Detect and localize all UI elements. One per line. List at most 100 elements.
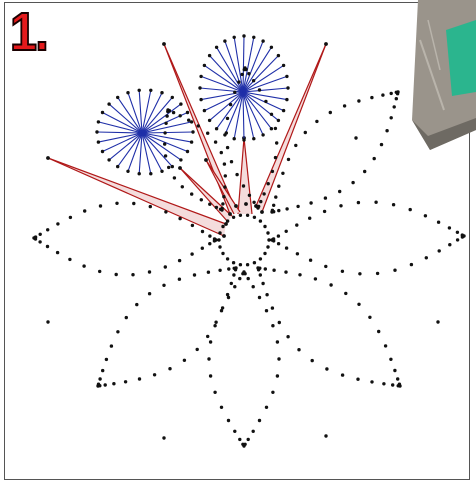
center-ring-dot [239,263,242,266]
fan-hole-dot [199,75,202,78]
center-ring-dot [218,245,221,248]
petal-dot [264,267,267,270]
petal-dot [314,277,317,280]
fan-hole-dot [171,165,174,168]
petal-dot [218,269,221,272]
petal-dot [398,383,401,386]
petal-dot [190,192,193,195]
petal-dot [166,110,169,113]
petal-dot [341,373,344,376]
petal-dot [277,242,280,245]
petal-dot [380,143,383,146]
spoke-tip-dot [162,42,166,46]
petal-dot [148,270,151,273]
fan-hole-dot [270,46,273,49]
petal-dot [206,335,209,338]
fan-hole-dot [101,150,104,153]
fan-hole-dot [186,111,189,114]
petal-dot [339,204,342,207]
petal-dot [178,217,181,220]
fan-hole-dot [190,120,193,123]
petal-dot [393,269,396,272]
petal-dot [225,131,228,134]
fan-hole-dot [116,165,119,168]
petal-dot [214,321,217,324]
center-ring-dot [263,252,266,255]
petal-dot [200,198,203,201]
petal-dot [374,201,377,204]
center-ring-dot [259,257,262,260]
center-ring-dot [266,245,269,248]
petal-dot [149,205,152,208]
petal-dot [390,116,393,119]
petal-dot [101,369,104,372]
petal-dot [258,267,261,270]
petal-dot [284,270,287,273]
petal-dot [197,124,200,127]
petal-dot [247,72,250,75]
hub-dot [260,210,264,214]
fan-hole-dot [233,137,236,140]
petal-dot [274,195,277,198]
petal-dot [258,419,261,422]
fan-hole-dot [203,109,206,112]
petal-dot [357,201,360,204]
center-ring-dot [246,263,249,266]
petal-dot [262,192,265,195]
accent-hole-dot [46,320,49,323]
petal-dot [124,380,127,383]
center-ring-dot [246,214,249,217]
fan-hole-dot [282,64,285,67]
fan-hole-dot [208,54,211,57]
petal-dot [191,224,194,227]
center-ring-dot [253,261,256,264]
petal-dot [115,273,118,276]
center-ring-dot [217,238,220,241]
hole-dots [32,66,465,447]
petal-dot [274,127,277,130]
petal-dot [83,209,86,212]
petal-dot [219,208,222,211]
petal-dot [309,259,312,262]
petal-dot [271,209,274,212]
petal-dot [224,174,227,177]
petal-dot [220,309,223,312]
blue-thread-line [142,90,151,133]
petal-dot [296,252,299,255]
petal-dot [357,99,360,102]
petal-dot [213,239,216,242]
petal-dot [323,210,326,213]
petal-dot [226,117,229,120]
petal-dot [264,100,267,103]
blue-thread-line [243,41,263,92]
petal-dot [223,162,226,165]
petal-dot [213,324,216,327]
petal-dot [258,296,261,299]
petal-dot [357,303,360,306]
petal-dot [181,185,184,188]
petal-dot [424,214,427,217]
petal-dot [275,141,278,144]
blue-thread-line [201,92,243,100]
petal-dot [392,203,395,206]
petal-dot [272,269,275,272]
petal-dot [230,160,233,163]
fan-hole-dot [270,127,273,130]
petal-dot [315,120,318,123]
petal-dot [295,223,298,226]
petal-dot [138,377,141,380]
petal-dot [338,190,341,193]
spoke-tip-dot [178,166,182,170]
fan-hole-dot [116,96,119,99]
petal-dot [285,207,288,210]
petal-dot [343,104,346,107]
petal-dot [233,430,236,433]
petal-dot [270,113,273,116]
petal-dot [208,203,211,206]
petal-dot [201,247,204,250]
petal-dot [358,272,361,275]
petal-dot [206,132,209,135]
petal-dot [190,252,193,255]
petal-dot [153,373,156,376]
petal-dot [265,406,268,409]
